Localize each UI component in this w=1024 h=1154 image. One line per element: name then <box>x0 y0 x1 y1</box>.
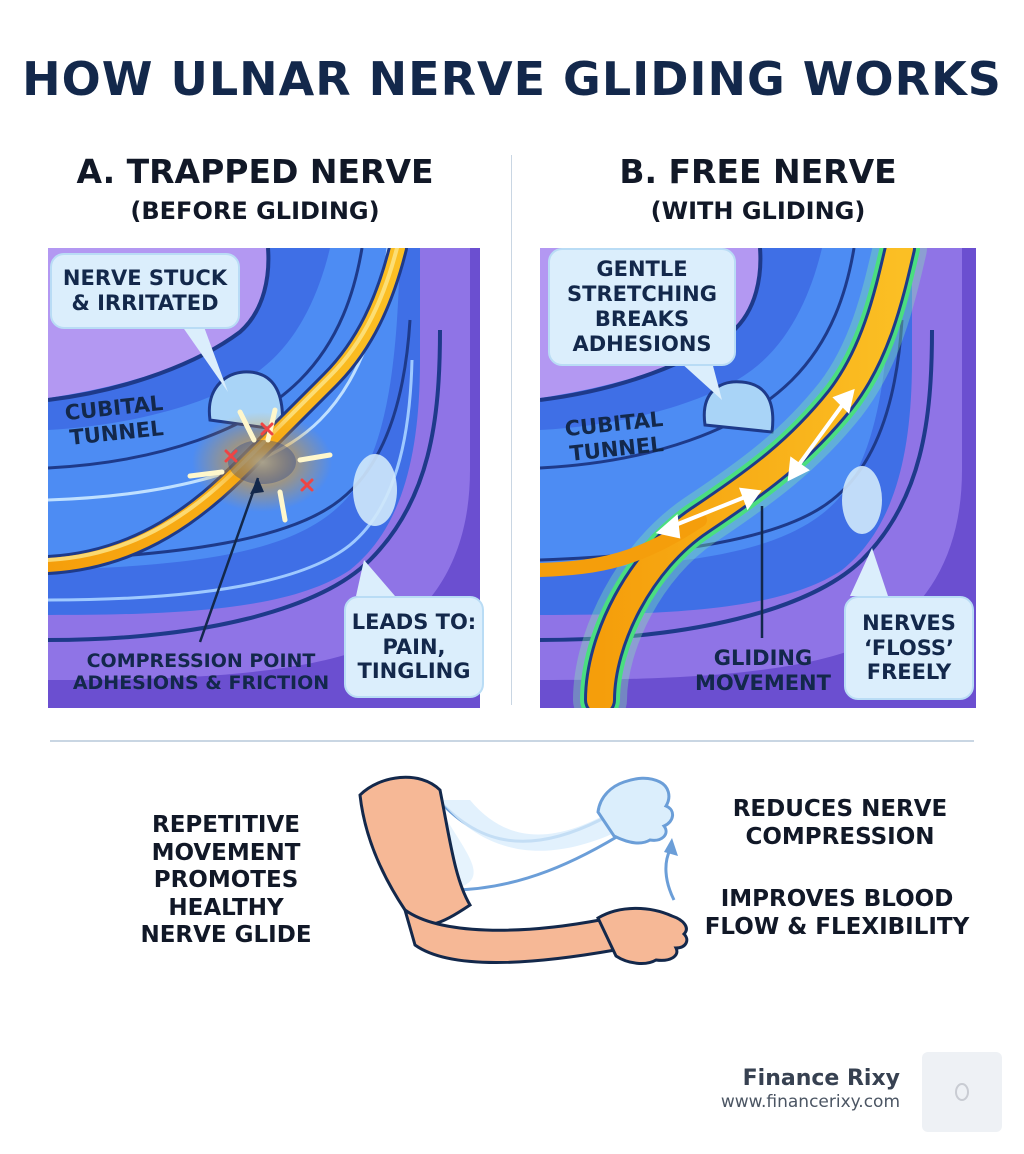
brand-url: www.financerixy.com <box>720 1092 900 1112</box>
repetitive-movement-text: REPETITIVE MOVEMENT PROMOTES HEALTHY NER… <box>140 812 312 949</box>
nerve-stuck-callout: NERVE STUCK & IRRITATED <box>50 253 240 329</box>
panel-b-title: B. FREE NERVE <box>619 152 897 191</box>
panel-a-subtitle: (BEFORE GLIDING) <box>130 197 380 225</box>
gliding-movement-label: GLIDING MOVEMENT <box>695 646 831 695</box>
curved-up-arrow-icon <box>664 838 678 856</box>
reduces-compression-text: REDUCES NERVE COMPRESSION <box>732 796 948 850</box>
inward-arrow-icon <box>187 407 333 523</box>
nerve-stuck-text: NERVE STUCK & IRRITATED <box>62 266 228 315</box>
nerves-floss-text: NERVES ‘FLOSS’ FREELY <box>862 610 956 685</box>
improves-blood-flow-text: IMPROVES BLOOD FLOW & FLEXIBILITY <box>704 886 970 940</box>
compression-point-label: COMPRESSION POINT ADHESIONS & FRICTION <box>72 650 330 695</box>
section-divider <box>50 740 974 742</box>
nerves-floss-callout: NERVES ‘FLOSS’ FREELY <box>844 596 974 700</box>
red-x-icon <box>224 422 314 492</box>
brand-name: Finance Rixy <box>742 1066 900 1091</box>
brand-logo-icon <box>922 1052 1002 1132</box>
leads-to-text: LEADS TO: PAIN, TINGLING <box>351 609 477 684</box>
arm-illustration <box>358 775 689 965</box>
page-title: HOW ULNAR NERVE GLIDING WORKS <box>22 52 1002 106</box>
leads-to-callout: LEADS TO: PAIN, TINGLING <box>344 596 484 698</box>
panel-b-subtitle: (WITH GLIDING) <box>650 197 866 225</box>
panel-a-title: A. TRAPPED NERVE <box>76 152 434 191</box>
double-arrow-icon <box>655 388 855 539</box>
cubital-tunnel-label-b: CUBITAL TUNNEL <box>563 406 665 466</box>
gentle-stretching-text: GENTLE STRETCHING BREAKS ADHESIONS <box>567 257 717 356</box>
gentle-stretching-callout: GENTLE STRETCHING BREAKS ADHESIONS <box>548 248 736 366</box>
panel-divider <box>511 155 512 705</box>
cubital-tunnel-label-a: CUBITAL TUNNEL <box>63 390 165 450</box>
